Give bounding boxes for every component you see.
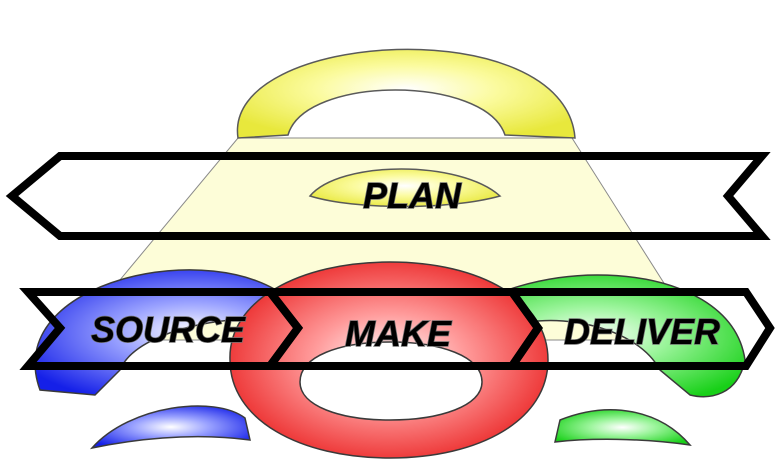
- deliver-ring-lower: [554, 409, 692, 447]
- plan-ring-lower: [308, 168, 502, 208]
- deliver-chevron: [504, 288, 775, 370]
- plan-arrow-band: [5, 152, 771, 240]
- deliver-label: DELIVER: [564, 311, 720, 352]
- plan-label: PLAN: [363, 175, 462, 216]
- make-ring: [229, 261, 549, 459]
- source-label: SOURCE: [91, 309, 246, 350]
- plan-ring: [237, 48, 576, 139]
- make-label: MAKE: [345, 313, 452, 354]
- source-ring-lower: [89, 405, 251, 450]
